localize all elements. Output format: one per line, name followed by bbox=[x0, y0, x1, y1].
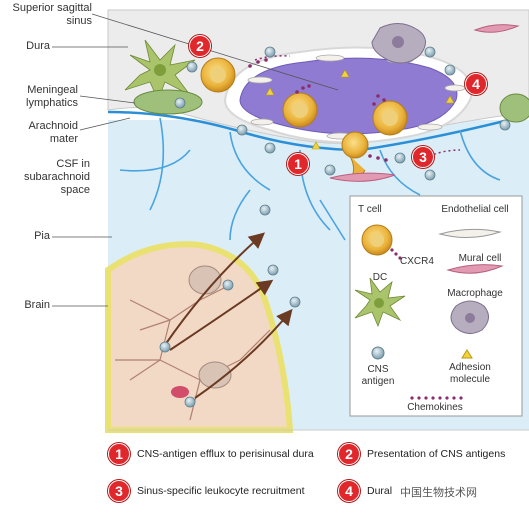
legend-label-chemokines: Chemokines bbox=[407, 402, 463, 413]
legend-label-mural: Mural cell bbox=[458, 253, 502, 264]
caption-marker-1: 1 bbox=[108, 443, 130, 465]
legend-label-endothelial: Endothelial cell bbox=[441, 204, 509, 215]
caption-marker-4: 4 bbox=[338, 480, 360, 502]
brain-tissue bbox=[105, 241, 294, 433]
marker-3: 3 bbox=[412, 146, 434, 168]
marker-2: 2 bbox=[189, 35, 211, 57]
legend-label-cxcr4: CXCR4 bbox=[400, 256, 434, 267]
arachnoid-membrane bbox=[107, 110, 529, 152]
caption-marker-3: 3 bbox=[108, 480, 130, 502]
legend-adhesion bbox=[461, 349, 473, 359]
caption-marker-2: 2 bbox=[338, 443, 360, 465]
label-brain: Brain bbox=[24, 299, 50, 311]
label-meningeal-lymphatics: Meningeal lymphatics bbox=[26, 84, 78, 109]
caption-3: Sinus-specific leukocyte recruitment bbox=[137, 485, 305, 497]
marker-1: 1 bbox=[287, 153, 309, 175]
caption-4: Dural bbox=[367, 485, 393, 497]
legend-label-antigen: CNS antigen bbox=[361, 364, 395, 387]
label-superior-sagittal-sinus: Superior sagittal sinus bbox=[12, 2, 93, 27]
legend-label-dc: DC bbox=[372, 272, 388, 283]
label-pia: Pia bbox=[34, 230, 50, 242]
legend-endothelial bbox=[438, 228, 502, 238]
watermark: 中国生物技术网 bbox=[400, 487, 477, 499]
label-csf-subarachnoid: CSF in subarachnoid space bbox=[23, 158, 90, 196]
label-dura: Dura bbox=[26, 40, 50, 52]
label-arachnoid-mater: Arachnoid mater bbox=[28, 120, 78, 145]
legend-chemokines bbox=[410, 396, 463, 400]
legend-label-adhesion: Adhesion molecule bbox=[449, 362, 491, 385]
marker-4: 4 bbox=[465, 73, 487, 95]
legend-antigen bbox=[371, 346, 385, 360]
legend-mural bbox=[446, 264, 504, 274]
caption-2: Presentation of CNS antigens bbox=[367, 448, 506, 460]
efflux-arrow bbox=[164, 232, 266, 346]
caption-1: CNS-antigen efflux to perisinusal dura bbox=[137, 448, 314, 460]
legend-label-macrophage: Macrophage bbox=[447, 288, 503, 299]
legend-label-tcell: T cell bbox=[358, 204, 382, 215]
